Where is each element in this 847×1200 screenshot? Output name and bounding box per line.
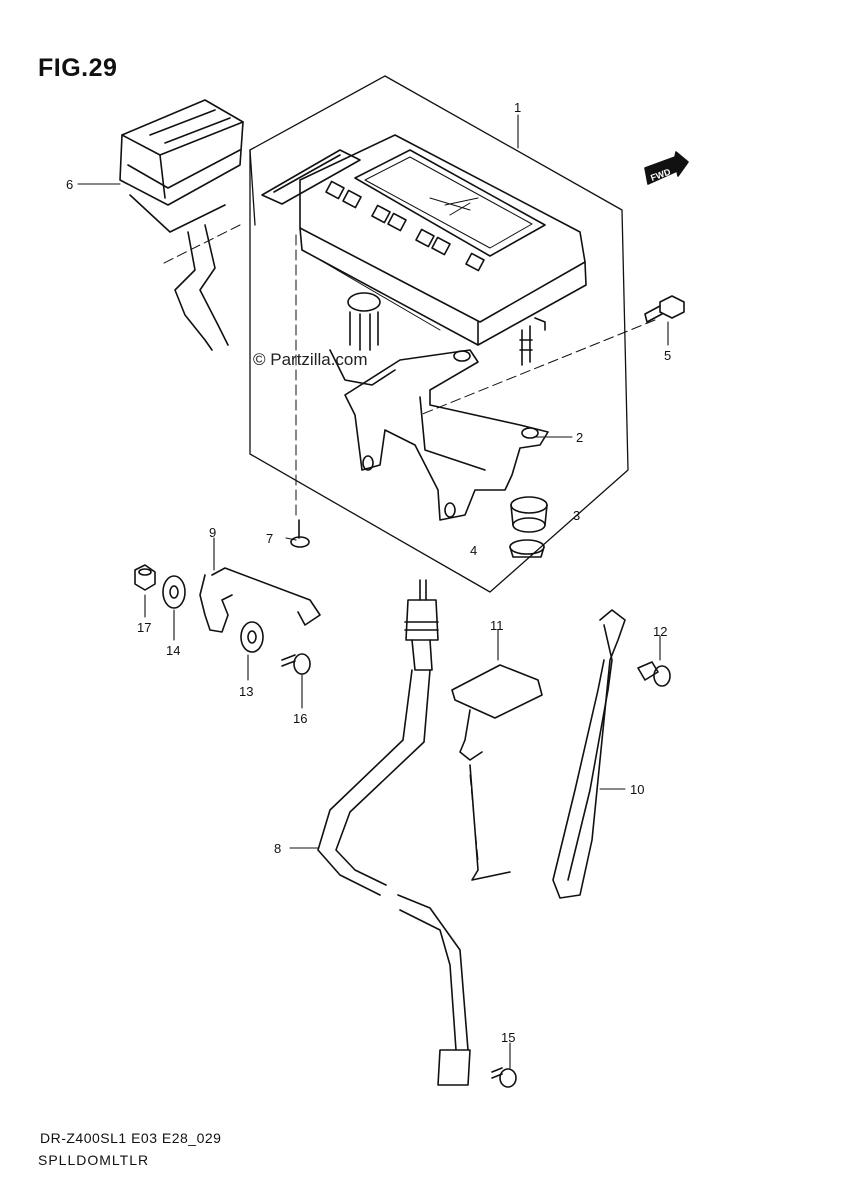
watermark-text: © Partzilla.com (253, 350, 368, 369)
model-code: DR-Z400SL1 E03 E28_029 (40, 1130, 222, 1146)
callout-5: 5 (664, 348, 672, 363)
leader-lines (77, 114, 669, 1069)
bolt-5 (644, 295, 685, 323)
dashed-guides (159, 224, 656, 861)
callout-4: 4 (470, 543, 478, 558)
cable-tie (451, 664, 543, 881)
callout-10: 10 (630, 782, 645, 797)
nut-17 (134, 564, 156, 591)
assembly-outline (249, 75, 629, 593)
callout-1: 1 (514, 100, 522, 115)
callout-11: 11 (490, 618, 504, 633)
screw-16 (281, 653, 311, 675)
screw-7 (290, 519, 310, 548)
callout-2: 2 (576, 430, 584, 445)
washer-13 (240, 621, 264, 653)
callout-6: 6 (66, 177, 74, 192)
callout-15: 15 (501, 1030, 516, 1045)
meter-bracket (344, 349, 549, 521)
meter-assembly (261, 134, 587, 386)
callout-13: 13 (239, 684, 254, 699)
callout-12: 12 (653, 624, 668, 639)
screw-15 (491, 1067, 517, 1088)
cable-clamp (199, 567, 321, 633)
washer-14 (162, 575, 186, 609)
section-name: SPLLDOMLTLR (38, 1152, 150, 1168)
collar (509, 539, 545, 558)
callout-3: 3 (573, 508, 581, 523)
speedometer-cable (317, 579, 471, 1086)
callout-17: 17 (137, 620, 152, 635)
bolt-12 (637, 661, 671, 687)
wire-band (552, 609, 626, 899)
callout-14: 14 (166, 643, 181, 658)
meter-cover (119, 99, 244, 351)
callout-7: 7 (266, 531, 274, 546)
grommet (510, 496, 548, 533)
figure-title: FIG.29 (38, 54, 118, 82)
fwd-arrow-icon: FWD (644, 151, 689, 185)
callout-9: 9 (209, 525, 217, 540)
callout-8: 8 (274, 841, 282, 856)
callout-16: 16 (293, 711, 308, 726)
